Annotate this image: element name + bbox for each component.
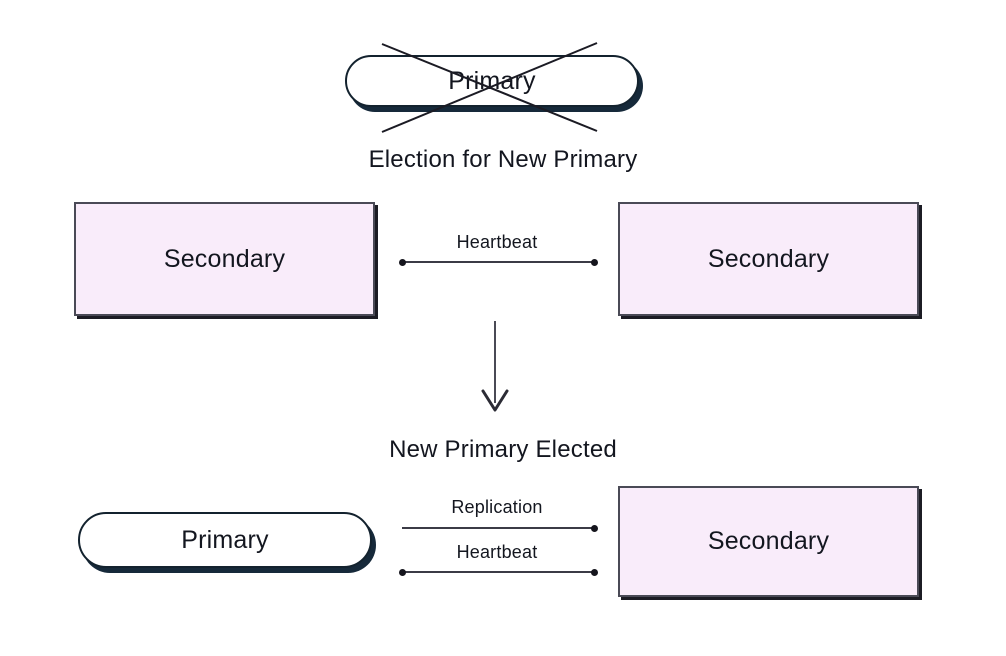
heartbeat-line-dot-left (399, 259, 406, 266)
secondary-left-node[interactable]: Secondary (74, 202, 375, 316)
primary-label: Primary (181, 525, 269, 554)
secondary-left-label: Secondary (163, 244, 286, 273)
secondary-right-label: Secondary (707, 244, 830, 273)
heartbeat-line-stage-two-dot-left (399, 569, 406, 576)
secondary-node[interactable]: Secondary (618, 486, 919, 597)
secondary-label: Secondary (707, 527, 830, 555)
heartbeat-label-stage-two: Heartbeat (456, 542, 538, 562)
primary-node[interactable]: Primary (78, 512, 372, 568)
new-primary-caption: New Primary Elected (389, 436, 617, 463)
heartbeat-label-stage-one: Heartbeat (456, 232, 538, 252)
failed-primary-label: Primary (448, 66, 536, 95)
replication-label: Replication (451, 497, 543, 517)
failed-primary-node[interactable]: Primary (345, 55, 639, 107)
secondary-right-node[interactable]: Secondary (618, 202, 919, 316)
replication-line-dot-right (591, 525, 598, 532)
heartbeat-line-stage-one (402, 261, 594, 263)
heartbeat-line-dot-right (591, 259, 598, 266)
election-caption: Election for New Primary (368, 146, 638, 173)
replication-line (402, 527, 594, 529)
heartbeat-line-stage-two-dot-right (591, 569, 598, 576)
heartbeat-line-stage-two (402, 571, 594, 573)
